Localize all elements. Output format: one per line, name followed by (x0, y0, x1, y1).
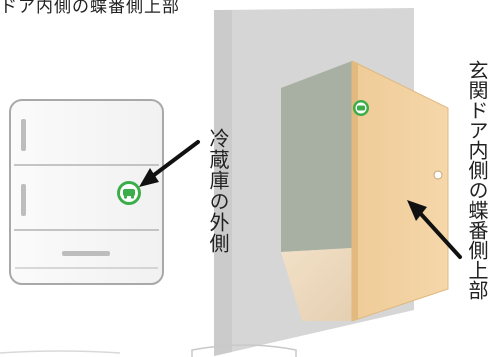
entrance-door-scene (214, 8, 449, 356)
door-sticker-icon (353, 100, 369, 116)
entrance-door-label: 玄関ドア内側の蝶番側上部 (465, 60, 489, 300)
wall-edge (214, 10, 232, 356)
refrigerator (9, 99, 164, 285)
floor (281, 248, 352, 321)
door-knob (433, 170, 443, 180)
fridge-body (9, 99, 164, 285)
door-arrow-icon (407, 200, 462, 259)
fridge-sticker-icon (117, 181, 141, 205)
open-door (351, 60, 449, 322)
bottom-left-fragment (0, 350, 121, 354)
fridge-handle-middle (21, 184, 26, 216)
door-opening (281, 61, 352, 252)
fridge-handle-bottom (62, 251, 110, 256)
fridge-handle-top (21, 119, 26, 151)
door-hinge-edge (352, 61, 358, 321)
fridge-outside-label: 冷蔵庫の外側 (206, 128, 230, 254)
fridge-arrow-icon (139, 140, 200, 187)
bottom-center-fragment (191, 344, 297, 357)
top-caption: ドア内側の蝶番側上部 (0, 0, 180, 17)
